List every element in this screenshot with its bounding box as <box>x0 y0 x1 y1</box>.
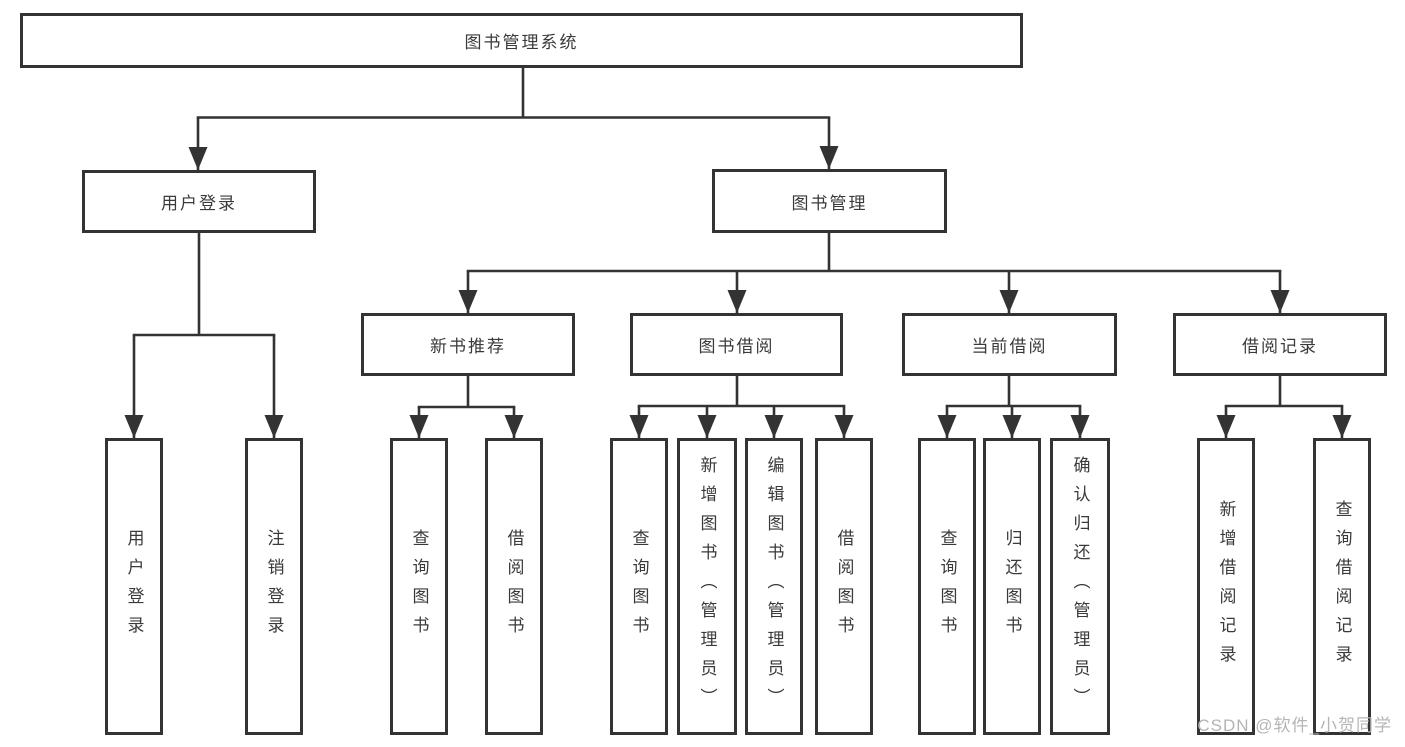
leaf-borrow-books-1-label: 借阅图书 <box>504 528 524 645</box>
node-book-borrow-label: 图书借阅 <box>698 337 775 356</box>
leaf-query-borrow-record-label: 查询借阅记录 <box>1332 499 1352 674</box>
leaf-query-books-1-label: 查询图书 <box>409 528 429 645</box>
leaf-return-books: 归还图书 <box>983 438 1041 735</box>
leaf-add-borrow-record: 新增借阅记录 <box>1197 438 1255 735</box>
node-root: 图书管理系统 <box>20 13 1023 68</box>
leaf-user-login-label: 用户登录 <box>124 528 144 645</box>
leaf-borrow-books-1: 借阅图书 <box>485 438 543 735</box>
node-book-management: 图书管理 <box>712 169 947 233</box>
leaf-query-books-2: 查询图书 <box>610 438 668 735</box>
leaf-confirm-return-admin: 确认归还（管理员） <box>1050 438 1110 735</box>
node-borrow-records: 借阅记录 <box>1173 313 1387 376</box>
node-new-book-recommend-label: 新书推荐 <box>430 337 506 356</box>
node-borrow-records-label: 借阅记录 <box>1242 337 1318 356</box>
node-root-label: 图书管理系统 <box>464 33 579 52</box>
leaf-add-books-admin: 新增图书（管理员） <box>677 438 737 735</box>
leaf-borrow-books-2: 借阅图书 <box>815 438 873 735</box>
node-new-book-recommend: 新书推荐 <box>361 313 575 376</box>
leaf-add-books-admin-label: 新增图书（管理员） <box>697 456 717 717</box>
leaf-query-books-1: 查询图书 <box>390 438 448 735</box>
leaf-query-books-3-label: 查询图书 <box>937 528 957 645</box>
leaf-edit-books-admin-label: 编辑图书（管理员） <box>764 456 784 717</box>
leaf-borrow-books-2-label: 借阅图书 <box>834 528 854 645</box>
leaf-add-borrow-record-label: 新增借阅记录 <box>1216 499 1236 674</box>
leaf-logout: 注销登录 <box>245 438 303 735</box>
leaf-confirm-return-admin-label: 确认归还（管理员） <box>1070 456 1090 717</box>
node-book-borrow: 图书借阅 <box>630 313 843 376</box>
leaf-edit-books-admin: 编辑图书（管理员） <box>745 438 803 735</box>
leaf-logout-label: 注销登录 <box>264 528 284 645</box>
node-user-login: 用户登录 <box>82 170 316 233</box>
leaf-query-books-3: 查询图书 <box>918 438 976 735</box>
node-book-management-label: 图书管理 <box>791 193 868 213</box>
leaf-query-books-2-label: 查询图书 <box>629 528 649 645</box>
leaf-return-books-label: 归还图书 <box>1002 528 1022 645</box>
leaf-query-borrow-record: 查询借阅记录 <box>1313 438 1371 735</box>
node-user-login-label: 用户登录 <box>161 194 237 213</box>
node-current-borrow: 当前借阅 <box>902 313 1117 376</box>
leaf-user-login: 用户登录 <box>105 438 163 735</box>
csdn-watermark: CSDN @软件_小贺同学 <box>1197 716 1392 735</box>
node-current-borrow-label: 当前借阅 <box>971 337 1048 356</box>
